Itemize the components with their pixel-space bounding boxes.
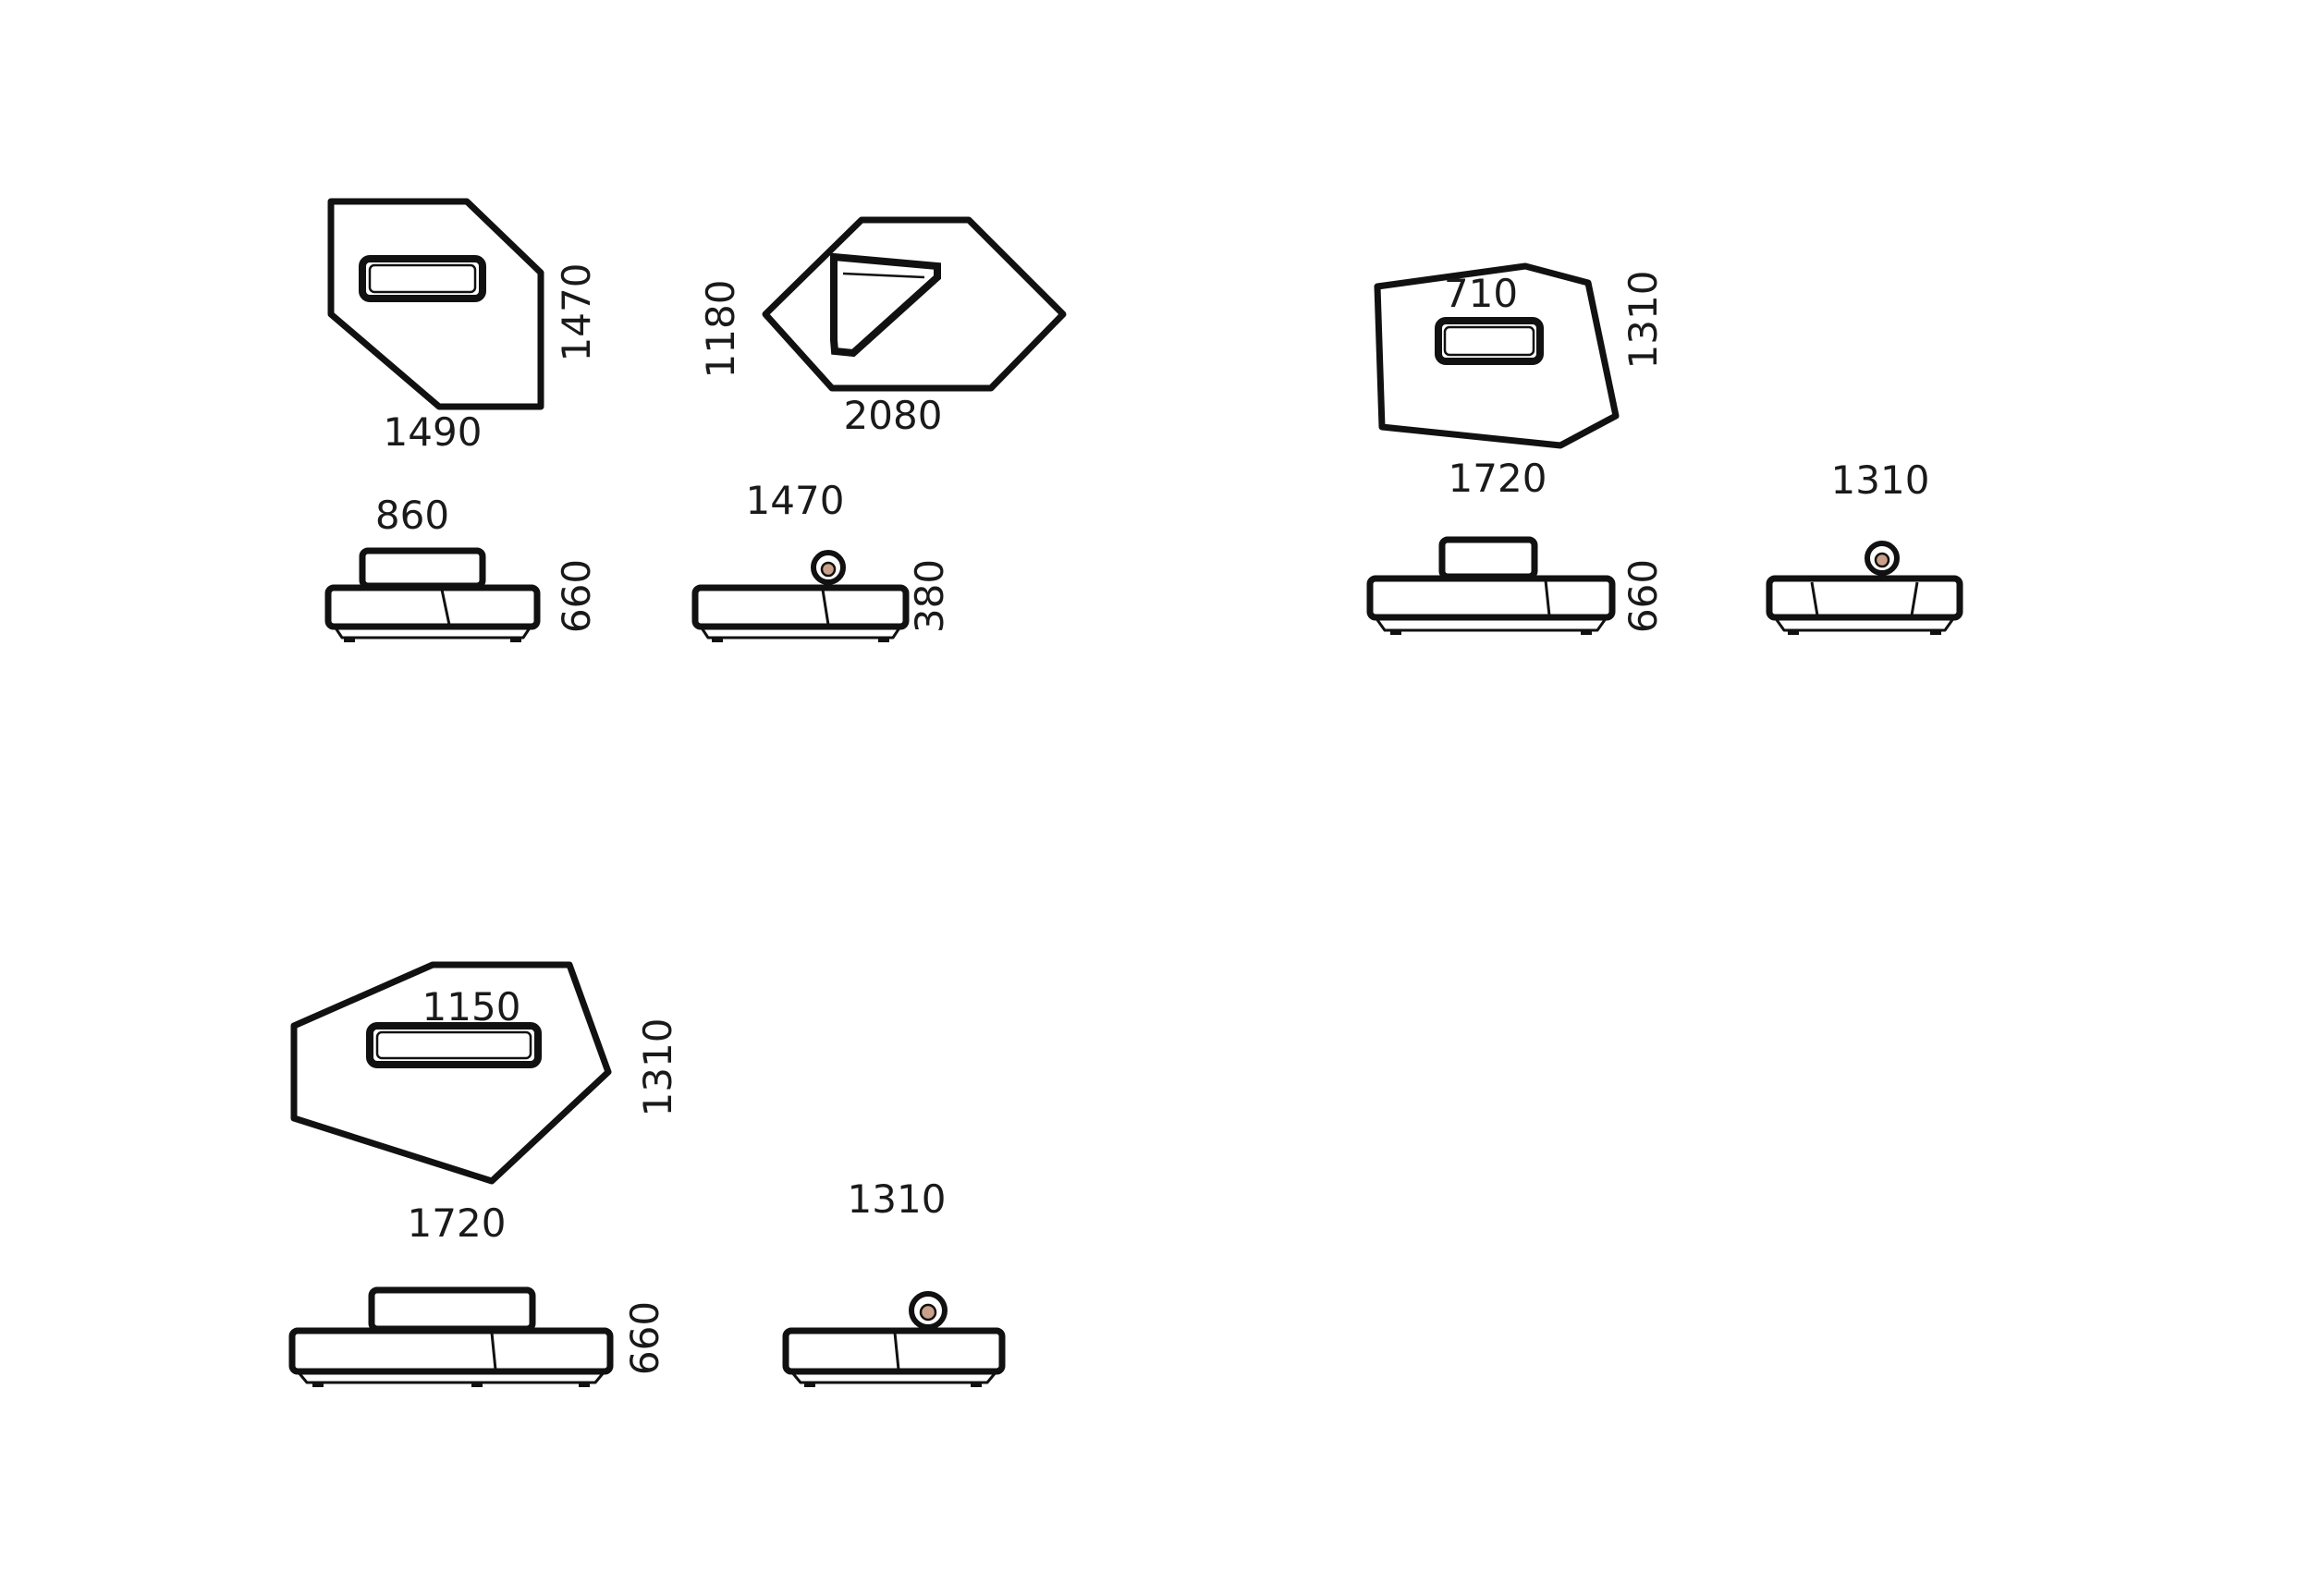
module-d-plan-depth-label: 1310 <box>635 1018 680 1117</box>
module-a-plan-width-label: 1490 <box>384 409 483 455</box>
module-b-plan <box>762 216 1067 392</box>
module-c-plan <box>1374 262 1620 449</box>
module-a-front-height-label: 660 <box>554 559 599 633</box>
module-d-side-width-label: 1310 <box>848 1176 947 1222</box>
module-a-plan <box>327 198 544 410</box>
module-a-front-elevation <box>324 547 541 642</box>
module-c-front-elevation <box>1366 536 1616 635</box>
module-b-plan-depth-label: 1180 <box>698 280 743 379</box>
module-c-front-width-label: 1720 <box>1449 456 1547 501</box>
module-a-side-width-label: 1470 <box>746 478 845 523</box>
module-d-side-elevation <box>782 1291 1006 1387</box>
module-c-plan-depth-label: 1310 <box>1620 271 1666 370</box>
module-c-side-elevation <box>1766 541 1963 635</box>
module-b-plan-width-label: 2080 <box>844 393 943 438</box>
module-c-side-width-label: 1310 <box>1831 457 1930 503</box>
module-d-front-height-label: 660 <box>622 1301 667 1375</box>
module-d-plan-inner-label: 1150 <box>422 984 521 1029</box>
module-a-side-height-label: 380 <box>907 559 952 633</box>
module-d-plan <box>290 961 612 1185</box>
module-d-front-elevation <box>288 1286 614 1387</box>
module-c-front-height-label: 660 <box>1620 559 1666 633</box>
module-a-front-width-label: 860 <box>375 493 449 538</box>
module-c-plan-inner-label: 710 <box>1444 271 1518 316</box>
module-d-front-width-label: 1720 <box>408 1200 507 1246</box>
module-a-side-elevation <box>691 550 910 642</box>
module-a-plan-depth-label: 1470 <box>554 263 599 362</box>
